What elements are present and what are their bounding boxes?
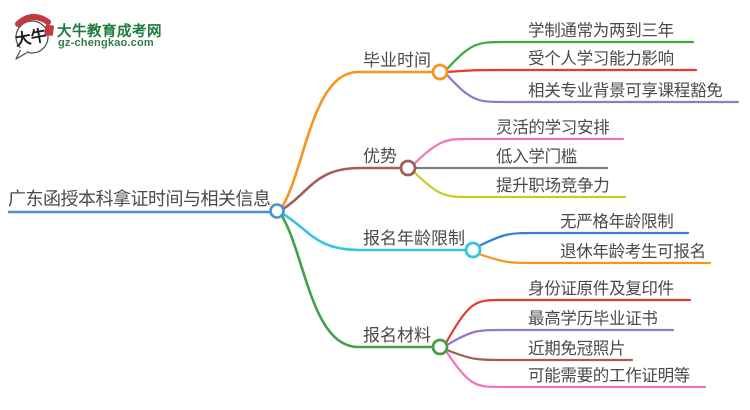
root-node-label[interactable]: 广东函授本科拿证时间与相关信息 xyxy=(8,189,271,209)
node-circle-application-materials[interactable] xyxy=(431,338,449,356)
branch-curve-application-materials xyxy=(280,214,435,349)
leaf-label-recent-photo[interactable]: 近期免冠照片 xyxy=(528,340,626,358)
leaf-label-flexible-schedule[interactable]: 灵活的学习安排 xyxy=(496,119,610,137)
branch-curve-advantages xyxy=(281,166,403,211)
node-circle-age-limit[interactable] xyxy=(464,241,482,259)
leaf-label-id-card-copy[interactable]: 身份证原件及复印件 xyxy=(528,280,674,298)
leaf-curve-id-card-copy xyxy=(444,298,692,345)
branch-label-application-materials[interactable]: 报名材料 xyxy=(363,326,431,345)
leaf-curve-recent-photo xyxy=(445,348,634,362)
leaf-curve-flexible-schedule xyxy=(412,137,625,166)
node-circle-graduation-time[interactable] xyxy=(431,63,449,81)
node-circle-advantages[interactable] xyxy=(399,159,417,177)
logo-title: 大牛教育成考网 xyxy=(57,24,162,40)
logo-subtitle: gz-chengkao.com xyxy=(58,37,154,49)
root-node-circle[interactable] xyxy=(269,203,285,219)
leaf-curve-personal-ability xyxy=(445,68,698,74)
branch-label-advantages[interactable]: 优势 xyxy=(363,147,397,166)
branch-label-graduation-time[interactable]: 毕业时间 xyxy=(363,51,431,70)
leaf-curve-study-duration xyxy=(445,40,695,71)
branch-curve-graduation-time xyxy=(280,70,435,209)
leaf-curve-no-strict-age-limit xyxy=(477,231,690,248)
branch-label-age-limit[interactable]: 报名年龄限制 xyxy=(363,229,465,248)
leaf-curve-highest-diploma xyxy=(445,328,675,347)
leaf-curve-retirement-age-eligible xyxy=(477,252,712,265)
leaf-label-personal-ability[interactable]: 受个人学习能力影响 xyxy=(528,50,674,68)
logo-bubble-icon: 大牛 xyxy=(13,14,54,60)
site-logo: 大牛 大牛教育成考网 gz-chengkao.com xyxy=(12,8,222,62)
leaf-label-work-certificate[interactable]: 可能需要的工作证明等 xyxy=(528,367,691,385)
leaf-label-no-strict-age-limit[interactable]: 无严格年龄限制 xyxy=(560,213,674,231)
leaf-label-course-exemption[interactable]: 相关专业背景可享课程豁免 xyxy=(528,82,723,100)
leaf-label-career-competitiveness[interactable]: 提升职场竞争力 xyxy=(496,177,610,195)
branch-curve-age-limit xyxy=(281,212,468,252)
leaf-label-retirement-age-eligible[interactable]: 退休年龄考生可报名 xyxy=(560,243,706,261)
logo-red-seal xyxy=(44,24,54,36)
leaf-label-low-entry-barrier[interactable]: 低入学门槛 xyxy=(496,148,578,166)
leaf-label-highest-diploma[interactable]: 最高学历毕业证书 xyxy=(528,310,658,328)
leaf-curve-career-competitiveness xyxy=(412,170,627,199)
leaf-curve-work-certificate xyxy=(444,349,707,389)
logo-red-arc xyxy=(15,14,51,27)
leaf-curve-course-exemption xyxy=(445,73,740,104)
leaf-label-study-duration[interactable]: 学制通常为两到三年 xyxy=(528,22,674,40)
